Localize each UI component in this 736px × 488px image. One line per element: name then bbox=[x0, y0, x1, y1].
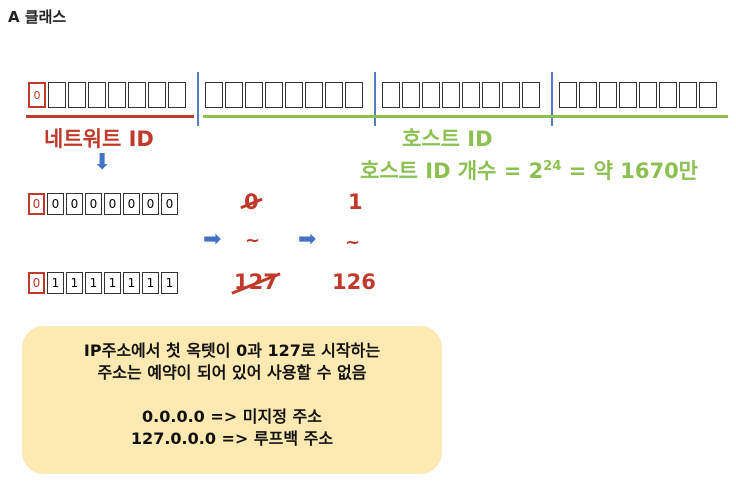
min-bit-cell: 0 bbox=[66, 193, 83, 215]
right-arrow-icon: ➡ bbox=[298, 227, 317, 252]
octet-1-bits: 0 bbox=[28, 82, 186, 108]
max-bit-cell: 1 bbox=[161, 272, 178, 294]
min-bit-cell: 0 bbox=[47, 193, 64, 215]
octet-separator bbox=[197, 72, 199, 126]
range-tilde: ~ bbox=[345, 232, 361, 253]
max-bit-cell: 0 bbox=[28, 272, 45, 294]
max-bit-cell: 1 bbox=[123, 272, 140, 294]
bit-cell bbox=[48, 82, 66, 108]
bit-cell bbox=[442, 82, 460, 108]
bit-cell bbox=[559, 82, 577, 108]
octet-separator bbox=[551, 72, 553, 126]
bit-cell: 0 bbox=[28, 82, 46, 108]
range-tilde: ~ bbox=[245, 230, 261, 251]
max-bit-cell: 1 bbox=[142, 272, 159, 294]
host-id-label: 호스트 ID bbox=[402, 127, 493, 151]
bit-cell bbox=[462, 82, 480, 108]
bit-cell bbox=[402, 82, 420, 108]
max-bit-cell: 1 bbox=[104, 272, 121, 294]
bit-cell bbox=[108, 82, 126, 108]
network-id-label: 네트워트 ID bbox=[44, 127, 154, 151]
down-arrow-icon: ⬇ bbox=[93, 150, 112, 175]
bit-cell bbox=[265, 82, 283, 108]
page-title: A 클래스 bbox=[8, 8, 67, 26]
max-bit-cell: 1 bbox=[47, 272, 64, 294]
reserved-address-note: IP주소에서 첫 옥텟이 0과 127로 시작하는 주소는 예약이 되어 있어 … bbox=[22, 326, 442, 474]
bit-cell bbox=[128, 82, 146, 108]
max-value-struck: 127 bbox=[234, 270, 278, 294]
bit-cell bbox=[619, 82, 637, 108]
bit-cell bbox=[285, 82, 303, 108]
min-bit-cell: 0 bbox=[161, 193, 178, 215]
bit-cell bbox=[168, 82, 186, 108]
host-count-formula: 호스트 ID 개수 = 224 = 약 1670만 bbox=[360, 159, 699, 183]
octet-2-bits bbox=[205, 82, 363, 108]
note-line: 0.0.0.0 => 미지정 주소 bbox=[142, 407, 322, 426]
note-line: 127.0.0.0 => 루프백 주소 bbox=[130, 429, 334, 448]
note-line: IP주소에서 첫 옥텟이 0과 127로 시작하는 bbox=[83, 341, 381, 360]
min-bit-cell: 0 bbox=[28, 193, 45, 215]
min-value: 1 bbox=[348, 190, 363, 214]
bit-cell bbox=[325, 82, 343, 108]
max-bit-cell: 1 bbox=[66, 272, 83, 294]
bit-cell bbox=[639, 82, 657, 108]
bit-cell bbox=[345, 82, 363, 108]
bit-cell bbox=[579, 82, 597, 108]
bit-cell bbox=[382, 82, 400, 108]
network-underline bbox=[26, 115, 194, 118]
bit-cell bbox=[68, 82, 86, 108]
bit-cell bbox=[599, 82, 617, 108]
bit-cell bbox=[148, 82, 166, 108]
right-arrow-icon: ➡ bbox=[203, 227, 222, 252]
min-bit-cell: 0 bbox=[104, 193, 121, 215]
bit-cell bbox=[659, 82, 677, 108]
bit-cell bbox=[245, 82, 263, 108]
bit-cell bbox=[522, 82, 540, 108]
octet-separator bbox=[374, 72, 376, 126]
min-value-struck: 0 bbox=[244, 190, 259, 214]
octet-3-bits bbox=[382, 82, 540, 108]
min-bit-cell: 0 bbox=[142, 193, 159, 215]
octet-4-bits bbox=[559, 82, 717, 108]
bit-cell bbox=[679, 82, 697, 108]
note-line: 주소는 예약이 되어 있어 사용할 수 없음 bbox=[97, 363, 367, 382]
bit-cell bbox=[225, 82, 243, 108]
min-bit-cell: 0 bbox=[85, 193, 102, 215]
bit-cell bbox=[88, 82, 106, 108]
bit-cell bbox=[305, 82, 323, 108]
min-bit-cell: 0 bbox=[123, 193, 140, 215]
host-underline bbox=[203, 115, 728, 118]
bit-cell bbox=[482, 82, 500, 108]
bit-cell bbox=[502, 82, 520, 108]
bit-cell bbox=[422, 82, 440, 108]
max-bit-cell: 1 bbox=[85, 272, 102, 294]
bit-cell bbox=[205, 82, 223, 108]
bit-cell bbox=[699, 82, 717, 108]
max-value: 126 bbox=[332, 270, 376, 294]
